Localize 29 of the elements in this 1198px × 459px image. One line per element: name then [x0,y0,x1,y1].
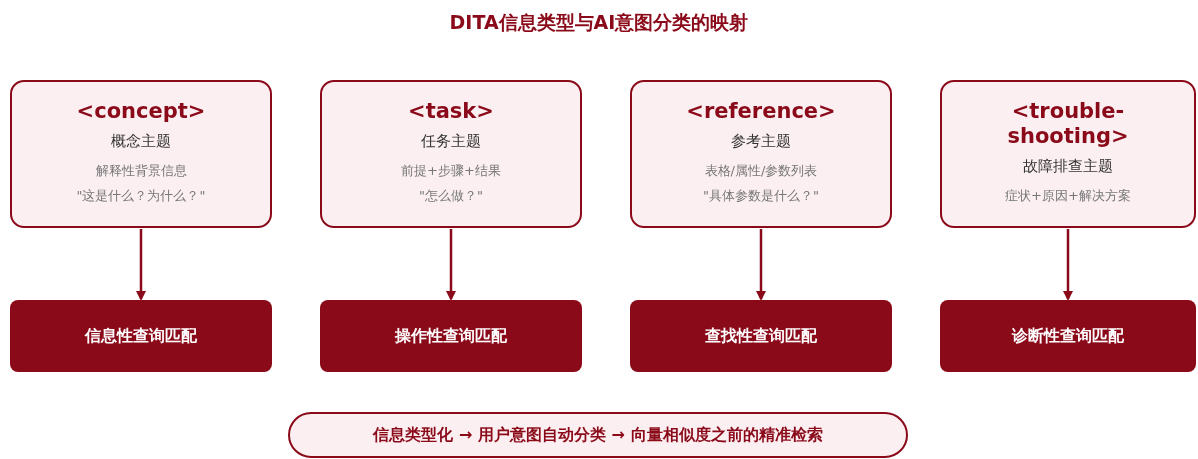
query-match-box: 操作性查询匹配 [320,300,582,372]
topic-name: 概念主题 [111,132,171,152]
topic-card [10,80,272,228]
topic-card [940,80,1196,228]
topic-card [630,80,892,228]
query-match-box: 诊断性查询匹配 [940,300,1196,372]
arrow [1063,229,1073,301]
topic-description: 症状+原因+解决方案 [1005,187,1131,206]
example-question: "具体参数是什么？" [703,187,819,206]
topic-name: 参考主题 [731,132,791,152]
arrow [446,229,456,301]
arrow [136,229,146,301]
query-match-box: 查找性查询匹配 [630,300,892,372]
summary-pill: 信息类型化 → 用户意图自动分类 → 向量相似度之前的精准检索 [288,412,908,458]
topic-tag: <trouble-shooting> [993,98,1143,150]
topic-name: 故障排查主题 [1023,157,1113,177]
topic-tag: <task> [408,99,494,125]
example-question: "这是什么？为什么？" [76,187,206,206]
topic-description: 解释性背景信息 [95,162,187,181]
topic-description: 表格/属性/参数列表 [704,162,818,181]
topic-tag: <concept> [76,99,206,125]
topic-tag: <reference> [686,99,836,125]
diagram-title: DITA信息类型与AI意图分类的映射 [448,10,750,35]
query-match-box: 信息性查询匹配 [10,300,272,372]
arrow [756,229,766,301]
topic-card [320,80,582,228]
topic-name: 任务主题 [421,132,481,152]
topic-description: 前提+步骤+结果 [401,162,501,181]
example-question: "怎么做？" [419,187,483,206]
